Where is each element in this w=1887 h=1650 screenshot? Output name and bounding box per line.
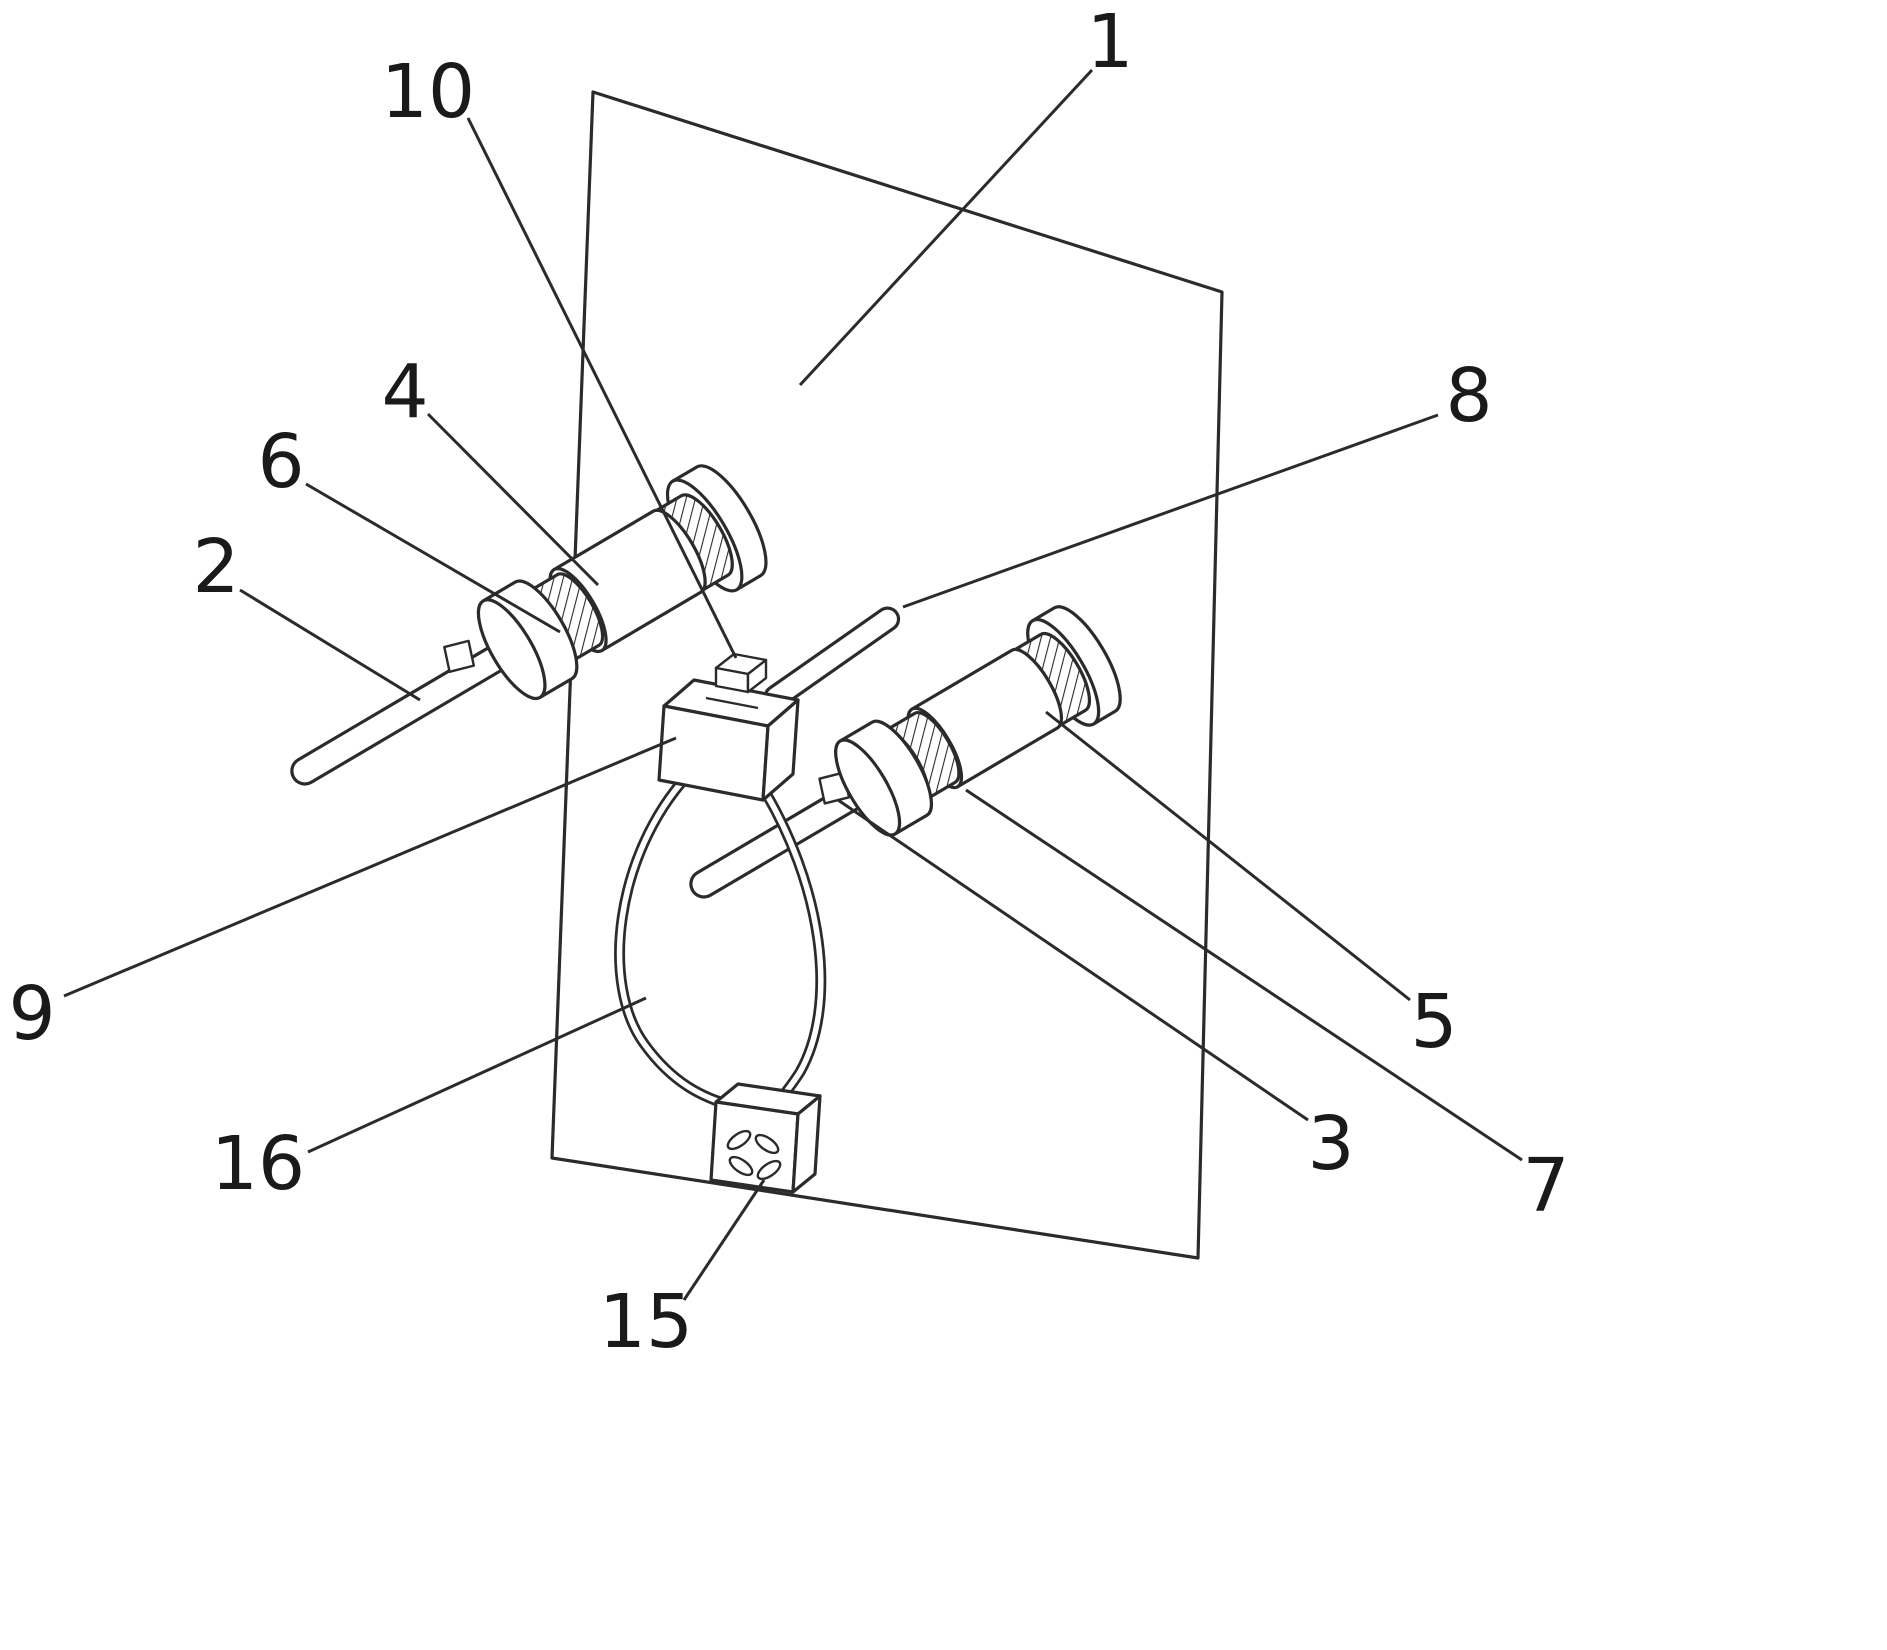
distribution-box-side bbox=[791, 1094, 822, 1194]
part-label-8: 8 bbox=[1445, 353, 1492, 439]
left-roller-assembly bbox=[290, 464, 768, 786]
part-label-1: 1 bbox=[1086, 0, 1133, 85]
part-label-15: 15 bbox=[599, 1279, 693, 1365]
right-disc-face bbox=[834, 738, 902, 837]
center-block-top-key-side bbox=[746, 658, 768, 694]
annotation-layer: 1 10 462 8 9 16 15 3 75 bbox=[8, 0, 1569, 1365]
part-label-2: 2 bbox=[192, 524, 239, 610]
fan-blade bbox=[756, 1159, 782, 1181]
part-label-3: 3 bbox=[1307, 1101, 1354, 1187]
leader-line-7 bbox=[965, 788, 1523, 1162]
leader-line-3 bbox=[837, 798, 1309, 1122]
fan-icon bbox=[726, 1129, 782, 1181]
center-block bbox=[657, 652, 800, 802]
leader-line-15 bbox=[682, 1179, 766, 1301]
mounting-panel bbox=[550, 90, 1224, 1260]
fan-blade bbox=[728, 1155, 754, 1177]
center-block-side bbox=[761, 698, 800, 802]
leader-line-4 bbox=[426, 412, 600, 587]
leader-line-10 bbox=[466, 117, 738, 659]
leader-line-9 bbox=[63, 736, 677, 998]
leader-line-1 bbox=[798, 68, 1094, 387]
leader-line-6 bbox=[305, 482, 561, 634]
part-label-16: 16 bbox=[211, 1121, 305, 1207]
left-wire-core bbox=[616, 772, 737, 1109]
part-label-5: 5 bbox=[1410, 979, 1457, 1065]
left-disc-face bbox=[476, 598, 547, 701]
fan-blade bbox=[754, 1133, 780, 1155]
mounting-panel-face bbox=[550, 90, 1224, 1260]
part-label-7: 7 bbox=[1522, 1143, 1569, 1229]
fan-blade bbox=[726, 1129, 752, 1151]
left-hatched-collar bbox=[525, 572, 605, 665]
leader-line-5 bbox=[1045, 710, 1411, 1002]
leader-line-16 bbox=[307, 996, 647, 1154]
part-label-10: 10 bbox=[381, 49, 475, 135]
leader-line-2 bbox=[239, 588, 421, 702]
leader-line-8 bbox=[902, 413, 1439, 609]
left-rod-key bbox=[443, 639, 476, 673]
center-block-slot bbox=[705, 696, 759, 710]
distribution-box bbox=[709, 1082, 822, 1194]
part-label-4: 4 bbox=[381, 349, 428, 435]
distribution-box-front bbox=[709, 1100, 800, 1194]
part-label-6: 6 bbox=[257, 419, 304, 505]
part-label-9: 9 bbox=[8, 971, 55, 1057]
right-hatched-collar bbox=[881, 711, 961, 803]
